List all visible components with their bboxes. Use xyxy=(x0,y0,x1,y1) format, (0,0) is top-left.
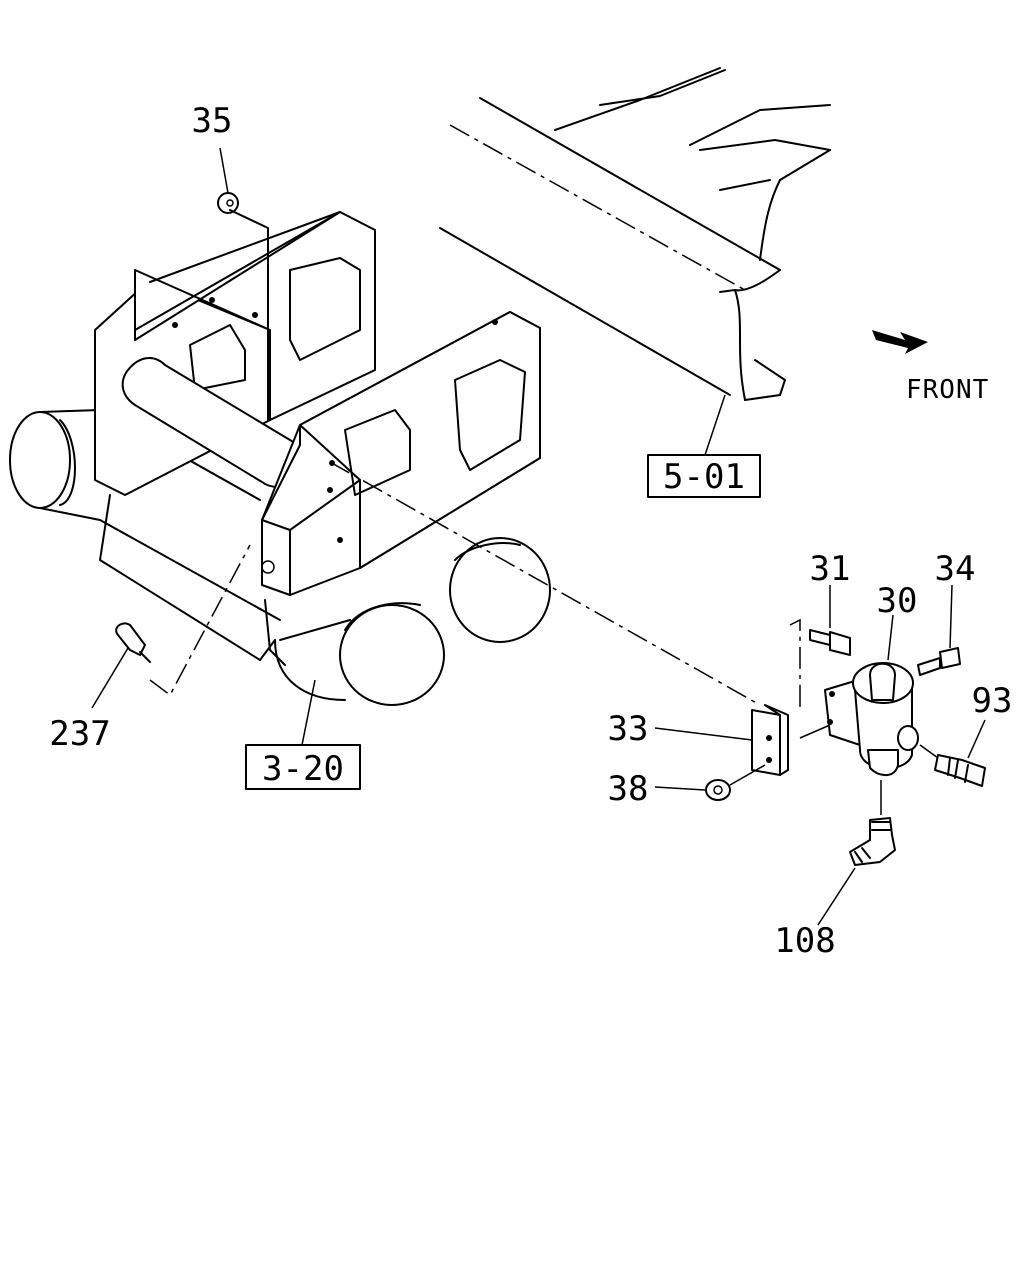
label-93: 93 xyxy=(972,681,1013,721)
front-arrow-icon xyxy=(872,330,928,354)
label-33: 33 xyxy=(608,709,649,749)
suspension-bracket-front xyxy=(261,311,541,596)
label-108: 108 xyxy=(774,921,835,961)
part-34-bolt xyxy=(917,647,961,676)
label-237: 237 xyxy=(49,714,110,754)
label-30: 30 xyxy=(877,581,918,621)
part-31-bolt xyxy=(809,629,851,656)
label-31: 31 xyxy=(810,549,851,589)
part-30-valve xyxy=(824,662,919,777)
label-35: 35 xyxy=(192,101,233,141)
front-label: FRONT xyxy=(906,375,989,405)
part-38-nut xyxy=(705,779,731,801)
ref-box-axle xyxy=(245,744,361,790)
part-33-bracket xyxy=(751,704,789,776)
ref-axle-text: 3-20 xyxy=(262,749,344,789)
ref-frame-text: 5-01 xyxy=(663,457,745,497)
part-35-nut xyxy=(217,192,269,421)
ref-box-frame xyxy=(647,454,761,498)
label-34: 34 xyxy=(935,549,976,589)
part-93-fitting xyxy=(934,754,986,787)
frame-rail xyxy=(439,67,831,401)
part-108-elbow xyxy=(849,817,896,866)
part-237-fitting xyxy=(115,622,151,663)
label-38: 38 xyxy=(608,769,649,809)
